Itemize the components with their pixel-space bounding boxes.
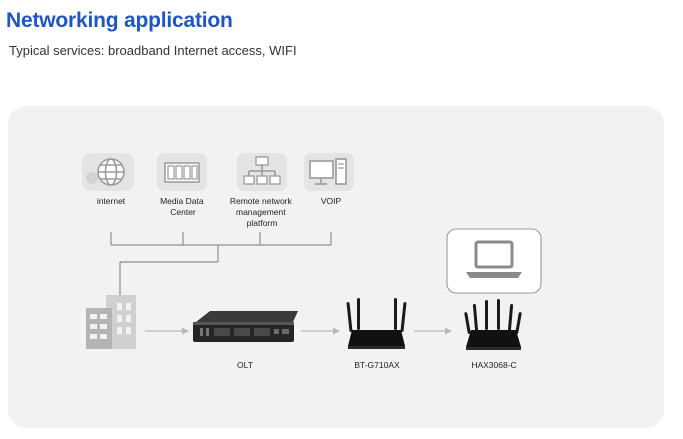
- service-label-media-data-center: Media Data Center: [160, 196, 206, 217]
- olt-device: [193, 311, 298, 342]
- connector-lines: [110, 232, 332, 296]
- page-subtitle: Typical services: broadband Internet acc…: [9, 43, 297, 58]
- server-rack-icon: [157, 153, 207, 191]
- service-label-remote-network: Remote network management platform: [230, 196, 294, 228]
- arrow-olt-to-ont: [301, 327, 340, 335]
- service-label-internet: internet: [97, 196, 126, 206]
- arrow-ont-to-router: [414, 327, 452, 335]
- service-label-voip: VOIP: [321, 196, 342, 206]
- arrow-building-to-olt: [145, 327, 189, 335]
- ont-label: BT-G710AX: [354, 360, 400, 370]
- globe-icon: [82, 153, 134, 191]
- network-tree-icon: [237, 153, 287, 191]
- page-title: Networking application: [6, 9, 233, 32]
- router-label: HAX3068-C: [471, 360, 516, 370]
- laptop-callout: [446, 228, 542, 294]
- office-building-icon: [86, 295, 136, 349]
- olt-label: OLT: [237, 360, 253, 370]
- monitor-phone-icon: [304, 153, 354, 191]
- router-device: [464, 299, 522, 350]
- ont-device: [346, 298, 407, 349]
- laptop-icon: [466, 240, 522, 278]
